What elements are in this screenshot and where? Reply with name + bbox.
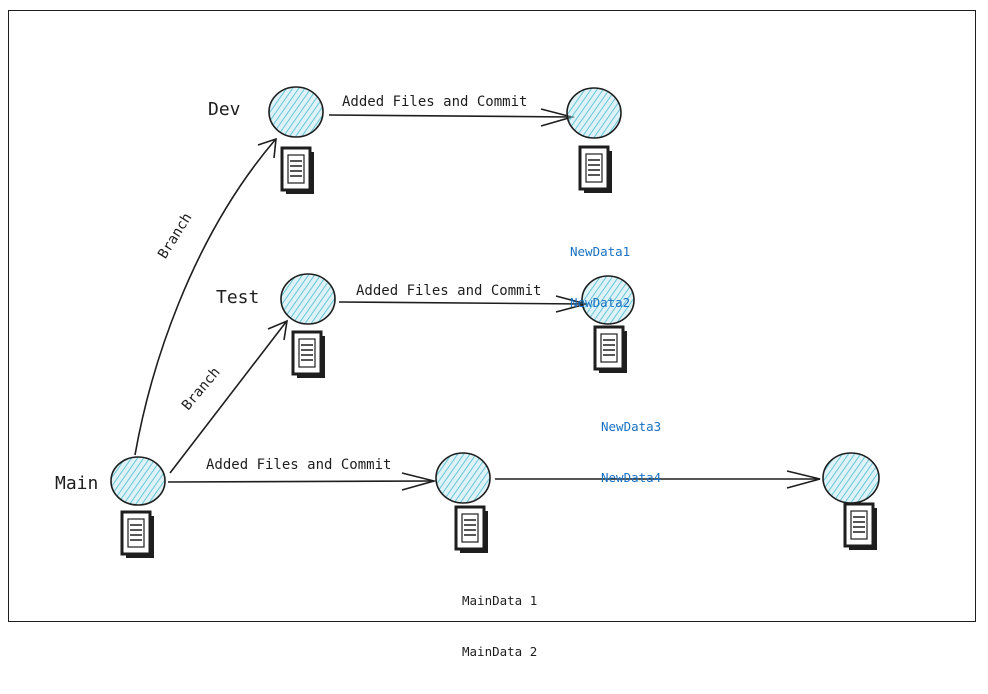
document-stack-icon-dev-base	[280, 146, 314, 194]
edge-label-dev-commit: Added Files and Commit	[342, 94, 528, 110]
git-branching-diagram	[110, 86, 880, 558]
document-stack-icon-main-base	[120, 510, 154, 558]
document-stack-icon-main-third	[843, 502, 877, 550]
data-list-test-new: NewData3 NewData4	[601, 384, 661, 520]
branch-arrowhead-test	[267, 319, 289, 341]
commit-circle-icon-main-second	[435, 452, 491, 504]
data-list-main: MainData 1 MainData 2	[462, 558, 537, 694]
data-item-maindata1: MainData 1	[462, 593, 538, 608]
diagram-canvas: Dev Test Main Added Files and Commit Add…	[8, 10, 976, 659]
edge-label-main-commit: Added Files and Commit	[206, 457, 392, 473]
commit-circle-icon-main-base	[110, 456, 166, 506]
document-stack-icon-main-second	[454, 505, 488, 553]
diagram-frame	[8, 10, 976, 622]
data-list-dev-new: NewData1 NewData2	[570, 209, 630, 345]
branch-arrow-main-to-dev	[134, 139, 276, 456]
commit-circle-icon-main-third	[822, 452, 880, 504]
data-item-newdata2: NewData2	[570, 295, 631, 310]
commit-arrowhead-main-1	[401, 472, 438, 491]
data-item-newdata4: NewData4	[601, 470, 662, 485]
document-stack-icon-test-base	[291, 330, 325, 378]
branch-label-test: Test	[216, 287, 260, 308]
branch-arrow-main-to-test	[169, 321, 287, 474]
branch-label-main: Main	[55, 473, 99, 494]
commit-arrow-test	[338, 301, 587, 305]
data-item-newdata3: NewData3	[601, 419, 662, 434]
document-stack-icon-dev-new	[578, 145, 612, 193]
branch-arrowhead-dev	[257, 137, 277, 159]
commit-circle-icon-test-base	[280, 273, 336, 325]
commit-arrowhead-main-2	[786, 470, 821, 489]
data-item-newdata1: NewData1	[570, 244, 631, 259]
branch-label-dev: Dev	[208, 99, 241, 120]
commit-circle-icon-dev-new	[566, 87, 622, 139]
document-stack-icon-test-new	[593, 325, 627, 373]
data-item-maindata2: MainData 2	[462, 644, 538, 659]
commit-arrow-main-1	[167, 480, 435, 483]
commit-arrow-dev	[328, 114, 573, 118]
commit-circle-icon-dev-base	[268, 86, 324, 138]
edge-label-test-commit: Added Files and Commit	[356, 283, 542, 299]
commit-circle-icon-test-new	[581, 275, 635, 325]
